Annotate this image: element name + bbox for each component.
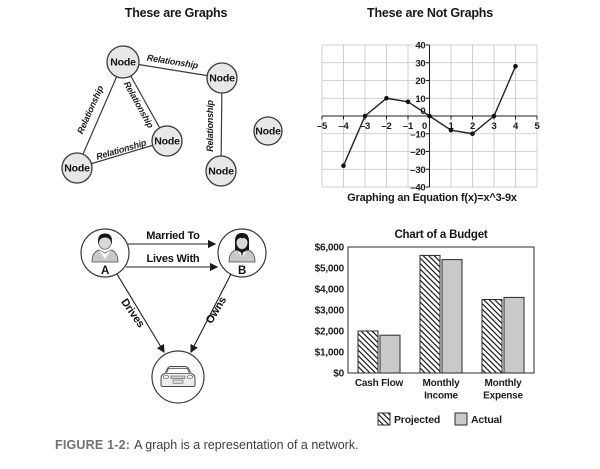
- bar-actual: [379, 334, 401, 374]
- category-label: Cash Flow: [355, 378, 404, 389]
- x-tick-label: –5: [317, 121, 328, 132]
- node-label: Node: [255, 126, 281, 138]
- married-to-label: Married To: [146, 230, 200, 242]
- node-label: Node: [64, 163, 90, 175]
- x-tick-label: 1: [448, 121, 454, 132]
- person-a-label: A: [101, 265, 109, 277]
- node-label: Node: [209, 73, 235, 85]
- y-tick-label: 10: [415, 94, 425, 105]
- edge-relationship: [76, 61, 124, 169]
- y-axis-label: $3,000: [315, 306, 345, 317]
- legend-swatch-actual: [454, 412, 468, 426]
- y-tick-label: –20: [410, 147, 425, 158]
- lives-with-label: Lives With: [147, 253, 200, 265]
- x-tick-label: 4: [513, 121, 519, 132]
- edge-label: Relationship: [75, 84, 105, 136]
- y-axis-label: $0: [333, 369, 344, 380]
- drives-label: Drives: [118, 297, 146, 331]
- node-circle: [206, 62, 238, 94]
- edge-label: Relationship: [205, 99, 215, 151]
- node-graph: Node Node Node Node Node Node Relationsh…: [61, 45, 283, 187]
- y-axis-label: $2,000: [315, 327, 345, 338]
- category-label: Expense: [483, 391, 523, 402]
- drives-arrow: [116, 273, 165, 354]
- x-tick-label: 2: [470, 121, 475, 132]
- bar-projected: [481, 299, 503, 374]
- category-label: Monthly: [423, 378, 461, 389]
- edge-relationship: [76, 140, 168, 169]
- y-tick-label: –40: [410, 183, 425, 194]
- legend-label-actual: Actual: [471, 414, 502, 426]
- budget-chart-title: Chart of a Budget: [394, 229, 488, 241]
- x-tick-label: –4: [338, 121, 349, 132]
- plot-border: [347, 246, 535, 374]
- graph-nodes: [61, 45, 283, 187]
- x-tick-label: –2: [381, 121, 391, 132]
- y-tick-label: –10: [410, 129, 425, 140]
- node-circle-isolated: [253, 116, 283, 146]
- figure-caption-label: FIGURE 1-2:: [55, 438, 131, 452]
- x-tick-label: 0: [422, 121, 427, 132]
- bar-actual: [441, 259, 463, 374]
- data-point: [470, 131, 475, 137]
- edge-relationship: [122, 61, 223, 79]
- data-point: [427, 113, 432, 119]
- node-label: Node: [208, 166, 234, 178]
- data-point: [362, 113, 368, 119]
- x-tick-label: 5: [534, 121, 540, 132]
- node-label: Node: [154, 136, 180, 148]
- category-label: Monthly: [485, 378, 523, 389]
- figure-caption-text: A graph is a representation of a network…: [134, 438, 359, 452]
- owns-label: Owns: [204, 295, 229, 326]
- node-circle: [61, 152, 93, 184]
- figure-caption: FIGURE 1-2:A graph is a representation o…: [55, 438, 575, 452]
- y-axis-label: $4,000: [315, 285, 345, 296]
- data-point: [513, 64, 518, 69]
- edge-label: Relationship: [122, 80, 156, 131]
- budget-chart-svg: $6,000 $5,000 $4,000 $3,000 $2,000 $1,000 $0Ca…: [315, 243, 535, 426]
- y-tick-label: 20: [415, 76, 425, 87]
- x-tick-label: 3: [491, 121, 496, 132]
- y-tick-label: 30: [415, 58, 425, 69]
- x-tick-label: –3: [360, 121, 370, 132]
- car-icon: [160, 366, 196, 387]
- y-tick-label: –30: [410, 165, 425, 176]
- y-axis-label: $1,000: [315, 348, 345, 359]
- data-point: [405, 99, 411, 105]
- man-icon: [91, 233, 119, 263]
- relationship-arrows: [116, 239, 232, 354]
- x-tick-label: –1: [403, 121, 414, 132]
- legend-label-projected: Projected: [394, 414, 440, 426]
- legend-swatch-projected: [377, 412, 391, 426]
- bar-projected: [419, 254, 441, 374]
- y-tick-label: 40: [415, 41, 425, 52]
- node-circle: [205, 155, 237, 187]
- woman-icon: [228, 233, 256, 263]
- owns-arrow: [190, 273, 232, 354]
- data-point: [341, 163, 346, 168]
- person-b-label: B: [238, 265, 246, 277]
- graph-edge-labels: Relationship Relationship Relationship R…: [75, 53, 215, 162]
- equation-chart-caption: Graphing an Equation f(x)=x^3-9x: [347, 192, 517, 204]
- relationship-graph: Married To Lives With Drives Owns A B: [80, 228, 267, 404]
- data-point: [448, 127, 454, 133]
- category-label: Income: [424, 391, 458, 402]
- graph-node-labels: Node Node Node Node Node Node: [64, 57, 281, 178]
- y-axis-label: $5,000: [315, 264, 345, 275]
- bar-actual: [503, 296, 525, 374]
- node-circle: [151, 125, 183, 157]
- data-point: [384, 95, 389, 101]
- bar-projected: [357, 330, 379, 374]
- data-point: [491, 113, 497, 119]
- left-panel-title: These are Graphs: [124, 6, 228, 20]
- y-axis-label: $6,000: [315, 243, 345, 254]
- node-circle: [106, 45, 140, 79]
- node-label: Node: [110, 57, 136, 69]
- edge-label: Relationship: [146, 53, 199, 71]
- right-panel-title: These are Not Graphs: [367, 6, 493, 20]
